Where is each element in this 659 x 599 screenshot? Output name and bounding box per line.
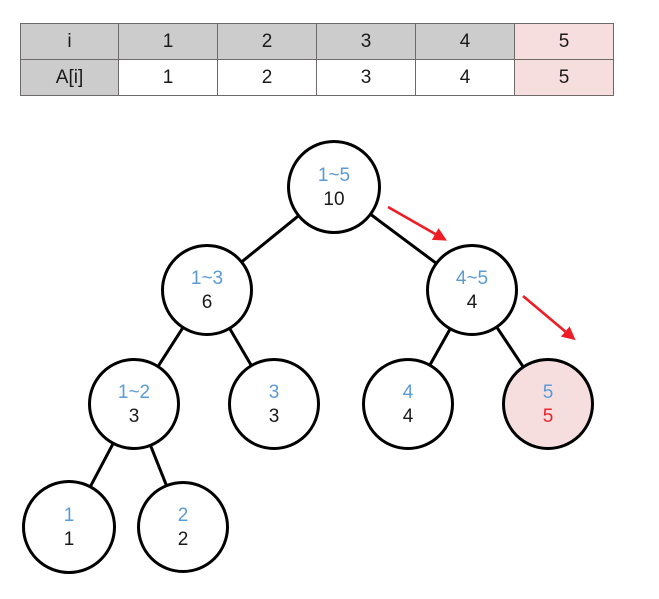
tree-edge-n45-n4: [428, 328, 452, 366]
tree-node-value: 1: [63, 528, 75, 550]
arrow-n45-to-n5: [522, 295, 576, 341]
tree-edge-n12-n2: [149, 445, 168, 486]
table-value-cell-5: 5: [514, 59, 614, 96]
tree-node-range: 1~5: [317, 164, 351, 186]
table-value-cell-4: 4: [415, 59, 515, 96]
tree-node-value: 4: [402, 405, 414, 427]
table-index-cell-3: 3: [316, 23, 416, 60]
arrow-root-to-n45: [387, 205, 447, 241]
tree-node-range: 3: [268, 381, 280, 403]
tree-node-range: 1: [63, 504, 75, 526]
tree-node-value: 10: [323, 188, 345, 210]
table-header-label-i: i: [20, 23, 119, 60]
table-index-cell-1: 1: [118, 23, 218, 60]
tree-node-range: 2: [177, 504, 189, 526]
tree-node-range: 4~5: [455, 267, 489, 289]
table-header-label-a: A[i]: [20, 59, 119, 96]
tree-node-value: 3: [268, 405, 280, 427]
tree-node-range: 1~2: [117, 381, 151, 403]
tree-node-value: 3: [128, 405, 140, 427]
tree-edge-n45-n5: [495, 326, 525, 368]
tree-edge-n13-n3: [228, 328, 253, 366]
tree-edge-root-n13: [241, 214, 300, 263]
tree-edge-root-n45: [369, 213, 437, 265]
tree-node-value: 2: [177, 528, 189, 550]
tree-node-range: 1~3: [190, 267, 224, 289]
table-index-cell-5: 5: [514, 23, 614, 60]
table-value-cell-1: 1: [118, 59, 218, 96]
table-value-cell-3: 3: [316, 59, 416, 96]
table-value-cell-2: 2: [217, 59, 317, 96]
table-index-cell-2: 2: [217, 23, 317, 60]
table-index-cell-4: 4: [415, 23, 515, 60]
tree-edge-n12-n1: [89, 443, 115, 488]
tree-node-value: 5: [542, 405, 554, 427]
tree-node-range: 5: [542, 381, 554, 403]
tree-node-range: 4: [402, 381, 414, 403]
tree-node-value: 6: [201, 291, 213, 313]
tree-node-value: 4: [466, 291, 478, 313]
tree-edge-n13-n12: [157, 327, 184, 367]
